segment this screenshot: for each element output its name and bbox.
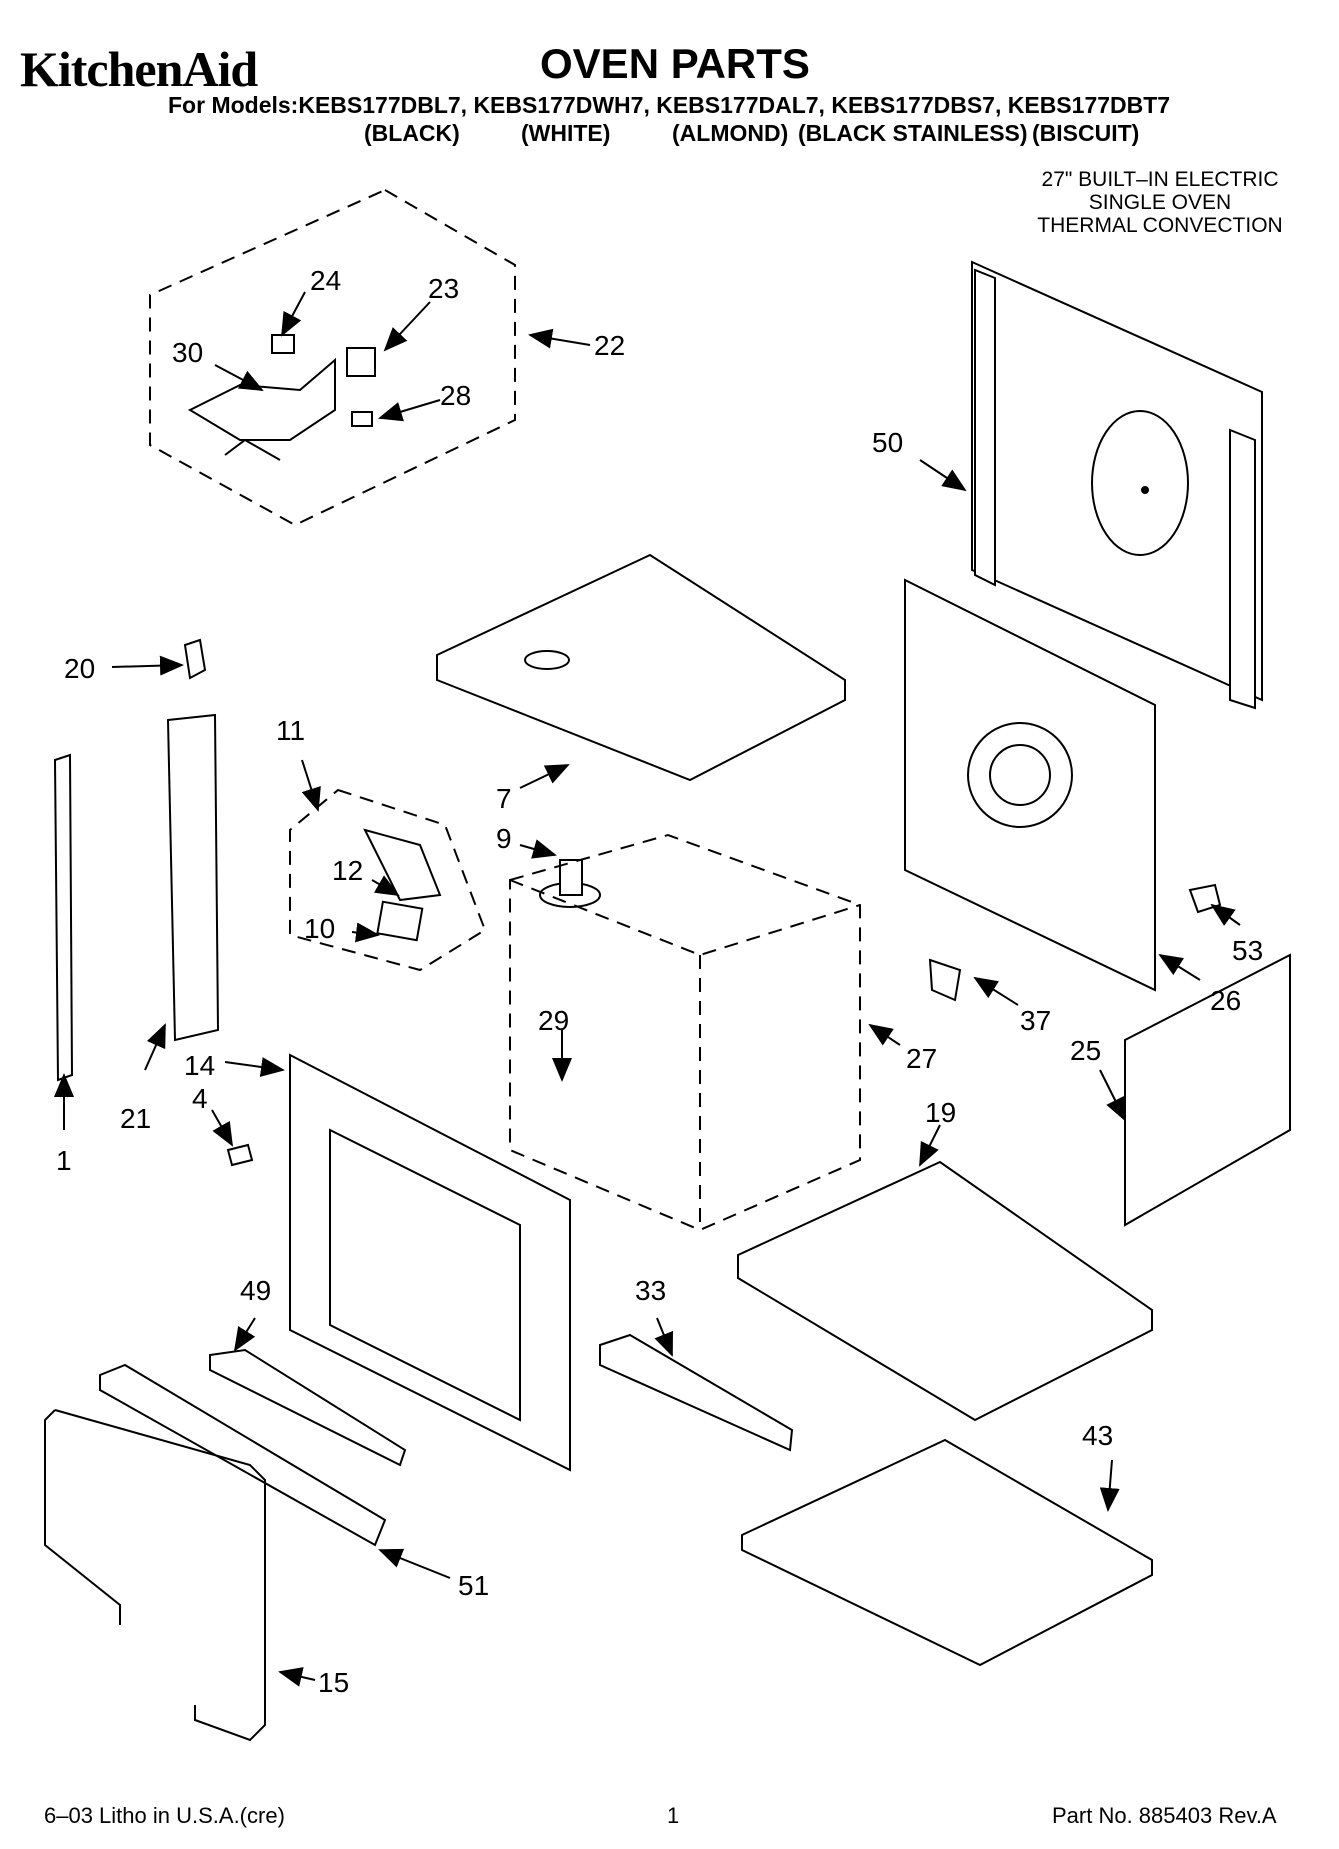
brand-logo: KitchenAid — [20, 41, 258, 97]
part-43-bottom-pan — [741, 1438, 1153, 1667]
color-label: (BLACK STAINLESS) — [798, 120, 1028, 146]
callout-26: 26 — [1210, 985, 1241, 1016]
part-50-rear-panel — [971, 260, 1263, 710]
footer-part-number: Part No. 885403 Rev.A — [1052, 1803, 1277, 1828]
callout-10: 10 — [304, 913, 335, 944]
models-line: For Models:KEBS177DBL7, KEBS177DWH7, KEB… — [168, 92, 1171, 118]
color-label: (ALMOND) — [672, 120, 789, 146]
callout-53: 53 — [1232, 935, 1263, 966]
part-20-end-cap — [183, 638, 207, 680]
part-4-screw — [226, 1143, 254, 1167]
footer-page-number: 1 — [667, 1803, 680, 1828]
part-9-motor — [539, 859, 601, 908]
callout-43: 43 — [1082, 1420, 1113, 1451]
callout-labels: 24 23 30 22 28 50 20 11 7 9 12 10 53 26 … — [56, 265, 1263, 1698]
part-33-trim — [599, 1333, 794, 1452]
part-27-oven-cavity — [509, 833, 861, 1232]
callout-21: 21 — [120, 1103, 151, 1134]
callout-25: 25 — [1070, 1035, 1101, 1066]
callout-49: 49 — [240, 1275, 271, 1306]
footer-litho: 6–03 Litho in U.S.A.(cre) — [44, 1803, 285, 1828]
page-title: OVEN PARTS — [540, 40, 810, 87]
part-1-trim-strip — [53, 753, 74, 1082]
product-type-line: 27" BUILT–IN ELECTRIC — [1041, 168, 1279, 191]
part-7-top-panel — [436, 553, 846, 782]
part-51-vent-trim — [99, 1363, 387, 1547]
callout-23: 23 — [428, 273, 459, 304]
callout-37: 37 — [1020, 1005, 1051, 1036]
product-type-line: THERMAL CONVECTION — [1037, 214, 1283, 237]
callout-9: 9 — [496, 823, 512, 854]
part-11-lamp-assembly — [289, 788, 487, 972]
callout-15: 15 — [318, 1667, 349, 1698]
callout-33: 33 — [635, 1275, 666, 1306]
callout-30: 30 — [172, 337, 203, 368]
callout-11: 11 — [276, 715, 305, 746]
callout-12: 12 — [332, 855, 363, 886]
part-14-front-frame — [289, 1053, 571, 1472]
part-37-sensor — [928, 958, 962, 1002]
callout-20: 20 — [64, 653, 95, 684]
callout-28: 28 — [440, 380, 471, 411]
part-22-control-assembly — [149, 188, 516, 527]
callout-7: 7 — [496, 783, 512, 814]
part-26-rear-inner-panel — [904, 578, 1156, 992]
callout-24: 24 — [310, 265, 341, 296]
product-type-line: SINGLE OVEN — [1088, 191, 1232, 214]
callout-27: 27 — [906, 1043, 937, 1074]
color-label: (WHITE) — [521, 120, 611, 146]
color-label: (BLACK) — [364, 120, 460, 146]
part-25-side-panel — [1124, 953, 1291, 1227]
callout-19: 19 — [925, 1097, 956, 1128]
part-21-side-trim — [166, 713, 220, 1042]
callout-51: 51 — [458, 1570, 489, 1601]
color-label: (BISCUIT) — [1032, 120, 1140, 146]
leader-arrows — [54, 291, 1241, 1687]
callout-4: 4 — [192, 1083, 208, 1114]
callout-22: 22 — [594, 330, 625, 361]
callout-50: 50 — [872, 427, 903, 458]
part-15-door-gasket — [44, 1409, 266, 1742]
callout-14: 14 — [184, 1050, 215, 1081]
callout-1: 1 — [56, 1145, 72, 1176]
callout-29: 29 — [538, 1005, 569, 1036]
part-19-bottom-panel — [737, 1160, 1153, 1422]
